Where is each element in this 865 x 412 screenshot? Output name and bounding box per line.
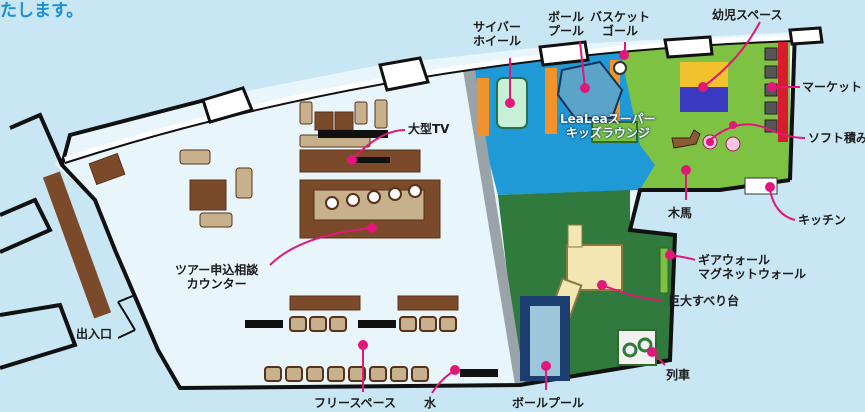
- orange-strip: [477, 78, 489, 136]
- page-heading: たします。: [0, 1, 84, 21]
- slide-top: [567, 224, 583, 248]
- rocking-horse-icon[interactable]: [671, 129, 701, 149]
- label-soft-blocks: ソフト積み木: [808, 131, 865, 145]
- label-cyber-wheel: サイバー ホイール: [473, 20, 522, 48]
- label-gear-wall: ギアウォール マグネットウォール: [698, 253, 807, 281]
- walls: [0, 29, 797, 391]
- counter-stools: [325, 184, 422, 210]
- label-kids-lounge: LeaLeaスーパー キッズラウンジ: [560, 112, 656, 140]
- label-free-space: フリースペース: [314, 396, 396, 410]
- label-train: 列車: [666, 368, 691, 382]
- basketball-hoop-icon[interactable]: [613, 61, 627, 75]
- label-ball-pool-bottom: ボールプール: [512, 396, 585, 410]
- label-entrance: 出入口: [76, 327, 113, 341]
- label-giant-slide: 巨大すべり台: [668, 294, 740, 308]
- ball-pool-icon[interactable]: [556, 60, 624, 119]
- balance-beam: [591, 121, 638, 143]
- kids-zone-green-light: [620, 35, 790, 190]
- soft-block-icon[interactable]: [725, 136, 741, 152]
- label-tour-counter: ツアー申込相談 カウンター: [175, 263, 259, 291]
- grey-divider: [463, 70, 525, 385]
- entrance-door[interactable]: [117, 294, 136, 339]
- black-bars: [245, 320, 498, 377]
- gear-wall-icon[interactable]: [659, 247, 669, 294]
- train-wheel: [637, 337, 653, 353]
- label-kitchen: キッチン: [798, 213, 847, 227]
- label-wooden-horse: 木馬: [668, 206, 693, 220]
- label-basket-goal: バスケット ゴール: [590, 10, 651, 38]
- label-water: 水: [424, 396, 437, 410]
- slide-icon[interactable]: [566, 244, 623, 291]
- callout-pins: [347, 50, 777, 375]
- label-market: マーケット: [802, 80, 863, 94]
- label-ball-pool-top: ボール プール: [548, 10, 585, 38]
- orange-strip: [545, 68, 557, 134]
- window-blocks: [201, 26, 824, 124]
- label-big-tv: 大型TV: [408, 122, 450, 136]
- tv-icon: [318, 130, 390, 163]
- chair-row: [264, 316, 457, 382]
- train-wheel: [622, 342, 638, 358]
- market-shelf: [778, 42, 788, 142]
- wall-shelf: [42, 171, 112, 319]
- label-infant-space: 幼児スペース: [712, 8, 783, 22]
